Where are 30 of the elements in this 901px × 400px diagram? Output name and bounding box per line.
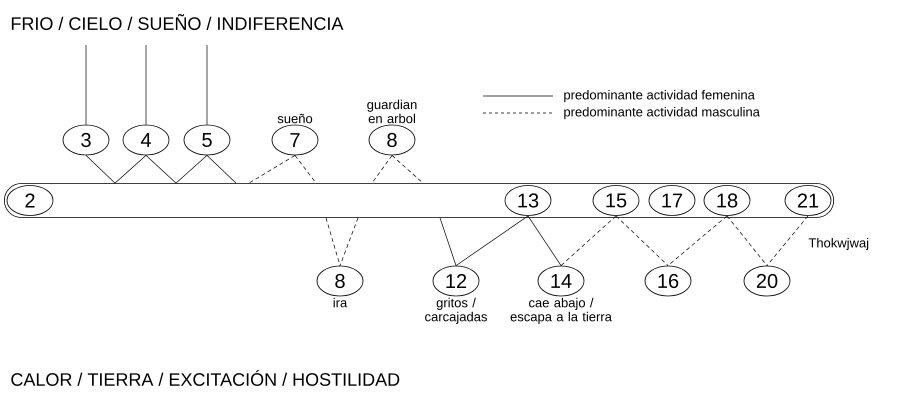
heading: CALOR / TIERRA / EXCITACIÓN / HOSTILIDAD <box>11 370 400 386</box>
connector-line <box>616 216 668 266</box>
legend-text: predominante actividad masculina <box>564 106 760 120</box>
figure-label: Thokwjwaj <box>808 238 868 250</box>
connector-line <box>206 155 236 184</box>
connector-line <box>114 155 146 184</box>
connector-line <box>146 155 176 184</box>
connector-line <box>456 216 528 266</box>
legend-text: predominante actividad femenina <box>564 90 755 102</box>
connector-line <box>440 218 456 266</box>
node-caption: guardian en arbol <box>367 100 416 124</box>
connector-line <box>294 155 316 184</box>
connector-line <box>528 216 562 266</box>
connector-line <box>340 218 358 266</box>
connector-line <box>372 155 392 184</box>
connector-line <box>560 216 616 266</box>
connector-line <box>766 216 808 266</box>
heading: FRIO / CIELO / SUEÑO / INDIFERENCIA <box>12 14 344 30</box>
node-caption: sueño <box>278 114 312 124</box>
node-caption: ira <box>334 298 348 308</box>
connector-line <box>668 216 728 266</box>
connector-line <box>392 155 424 184</box>
connector-line <box>206 44 208 125</box>
node-caption: gritos / carcajadas <box>425 298 487 324</box>
connector-line <box>326 218 340 266</box>
connector-line <box>86 155 116 184</box>
connector-line <box>726 216 768 266</box>
connector-line <box>176 155 208 184</box>
node-caption: cae abajo / escapa a la tierra <box>510 298 612 324</box>
connector-line <box>248 155 296 184</box>
